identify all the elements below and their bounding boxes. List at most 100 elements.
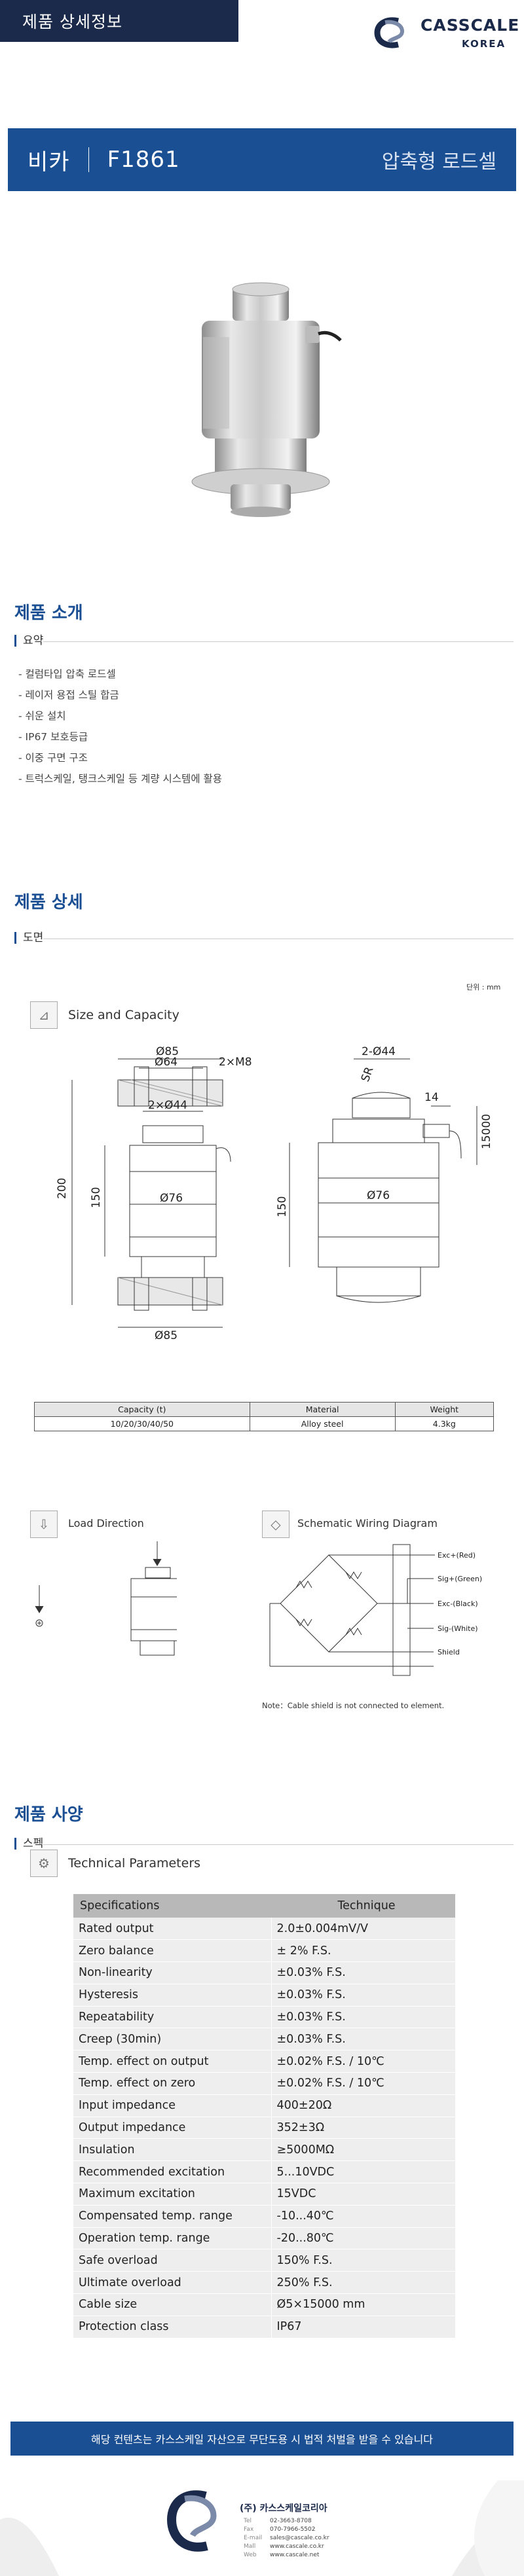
- spec-name: Ultimate overload: [73, 2271, 271, 2295]
- spec-name: Cable size: [73, 2293, 271, 2316]
- spec-value: 352±3Ω: [271, 2117, 455, 2139]
- dim-label: Ø85: [156, 1045, 179, 1058]
- logo-subtext: KOREA: [462, 38, 506, 50]
- list-item: - 이중 구면 구조: [18, 752, 88, 764]
- spec-value: IP67: [271, 2316, 455, 2338]
- dim-label: 150: [90, 1187, 103, 1208]
- intro-section-title: 제품 소개: [14, 603, 83, 623]
- table-header: Weight: [394, 1402, 495, 1417]
- spec-value: -20...80℃: [271, 2227, 455, 2250]
- dim-label: 14: [424, 1091, 439, 1104]
- spec-name: Rated output: [73, 1918, 271, 1941]
- ruler-icon: ⊿: [30, 1001, 58, 1029]
- product-title-bar: 비카 F1861 압축형 로드셀: [8, 128, 516, 191]
- table-cell: 10/20/30/40/50: [34, 1416, 250, 1431]
- dim-label: Ø64: [155, 1056, 178, 1069]
- technical-drawing: Ø85 Ø64 2×M8 2×Ø44 Ø76 Ø85 200 150 2-Ø44…: [56, 1045, 493, 1342]
- contact-value: sales@cascale.co.kr: [270, 2535, 329, 2541]
- detail-section-title: 제품 상세: [14, 893, 83, 912]
- table-row: Repeatability±0.03% F.S.: [73, 2006, 455, 2029]
- spec-name: Output impedance: [73, 2117, 271, 2139]
- casscale-logo-icon: [372, 16, 411, 52]
- logo-text: CASSCALE: [421, 16, 520, 35]
- spec-value: ±0.03% F.S.: [271, 1961, 455, 1984]
- wire-label: Exc-(Black): [438, 1600, 478, 1608]
- list-item: - IP67 보호등급: [18, 731, 88, 743]
- load-direction-title: Load Direction: [68, 1517, 144, 1530]
- parameters-icon: ⚙: [30, 1850, 58, 1877]
- contact-key: Fax: [244, 2526, 254, 2533]
- spec-value: Ø5×15000 mm: [271, 2293, 455, 2316]
- spec-value: 250% F.S.: [271, 2271, 455, 2295]
- spec-name: Creep (30min): [73, 2028, 271, 2051]
- feature-list: - 컬럼타입 압축 로드셀 - 레이저 용접 스틸 합금 - 쉬운 설치 - I…: [18, 664, 222, 789]
- table-header: Specifications: [73, 1894, 271, 1918]
- list-item: - 트럭스케일, 탱크스케일 등 계량 시스템에 활용: [18, 773, 223, 785]
- spec-name: Compensated temp. range: [73, 2205, 271, 2228]
- dim-label: Ø76: [367, 1189, 390, 1202]
- spec-value: ±0.03% F.S.: [271, 2028, 455, 2051]
- dim-label: 150: [276, 1196, 289, 1217]
- dim-label: 2×M8: [219, 1056, 252, 1069]
- contact-key: Tel: [244, 2518, 252, 2524]
- spec-sub-label: 스펙: [14, 1838, 43, 1850]
- table-header: Technique: [271, 1894, 455, 1918]
- spec-name: Hysteresis: [73, 1984, 271, 2007]
- table-row: Operation temp. range-20...80℃: [73, 2227, 455, 2250]
- wire-label: Sig-(White): [438, 1624, 478, 1633]
- contact-value: www.cascale.co.kr: [270, 2543, 324, 2550]
- spec-name: Safe overload: [73, 2249, 271, 2272]
- product-model: F1861: [107, 147, 180, 173]
- product-brand: 비카: [28, 149, 70, 175]
- table-header: Material: [249, 1402, 396, 1417]
- list-item: - 쉬운 설치: [18, 710, 66, 722]
- table-row: Hysteresis±0.03% F.S.: [73, 1984, 455, 2007]
- load-icon: ⇩: [30, 1511, 58, 1538]
- footer-logo-icon: [165, 2487, 224, 2559]
- copyright-notice: 해당 컨텐츠는 카스스케일 자산으로 무단도용 시 법적 처벌을 받을 수 있습…: [10, 2422, 514, 2456]
- spec-name: Input impedance: [73, 2094, 271, 2117]
- spec-name: Recommended excitation: [73, 2160, 271, 2184]
- spec-name: Repeatability: [73, 2006, 271, 2029]
- spec-value: ±0.03% F.S.: [271, 2006, 455, 2029]
- title-divider: [88, 147, 89, 172]
- table-row: Insulation≥5000MΩ: [73, 2138, 455, 2162]
- spec-value: 150% F.S.: [271, 2249, 455, 2272]
- spec-name: Maximum excitation: [73, 2183, 271, 2206]
- wire-label: Sig+(Green): [438, 1575, 482, 1583]
- table-row: Non-linearity±0.03% F.S.: [73, 1961, 455, 1984]
- size-capacity-title: Size and Capacity: [68, 1008, 179, 1022]
- unit-note: 단위 : mm: [466, 983, 501, 992]
- wiring-icon: ◇: [262, 1511, 290, 1538]
- wiring-diagram-title: Schematic Wiring Diagram: [297, 1517, 438, 1530]
- product-photo: [191, 282, 342, 517]
- wire-label: Shield: [438, 1648, 460, 1656]
- dim-label: 2-Ø44: [362, 1045, 396, 1058]
- spec-name: Protection class: [73, 2316, 271, 2338]
- spec-name: Operation temp. range: [73, 2227, 271, 2250]
- spec-name: Temp. effect on output: [73, 2050, 271, 2073]
- spec-value: ± 2% F.S.: [271, 1939, 455, 1963]
- contact-key: Mall: [244, 2543, 256, 2550]
- table-row: Zero balance± 2% F.S.: [73, 1939, 455, 1963]
- spec-value: ≥5000MΩ: [271, 2138, 455, 2162]
- spec-value: ±0.02% F.S. / 10℃: [271, 2050, 455, 2073]
- brand-logo: [365, 0, 524, 68]
- spec-value: -10...40℃: [271, 2205, 455, 2228]
- dim-label: SR: [359, 1065, 377, 1083]
- spec-name: Temp. effect on zero: [73, 2072, 271, 2095]
- capacity-table: Capacity (t) Material Weight 10/20/30/40…: [34, 1402, 495, 1431]
- spec-value: 400±20Ω: [271, 2094, 455, 2117]
- spec-value: 15VDC: [271, 2183, 455, 2206]
- spec-name: Zero balance: [73, 1939, 271, 1963]
